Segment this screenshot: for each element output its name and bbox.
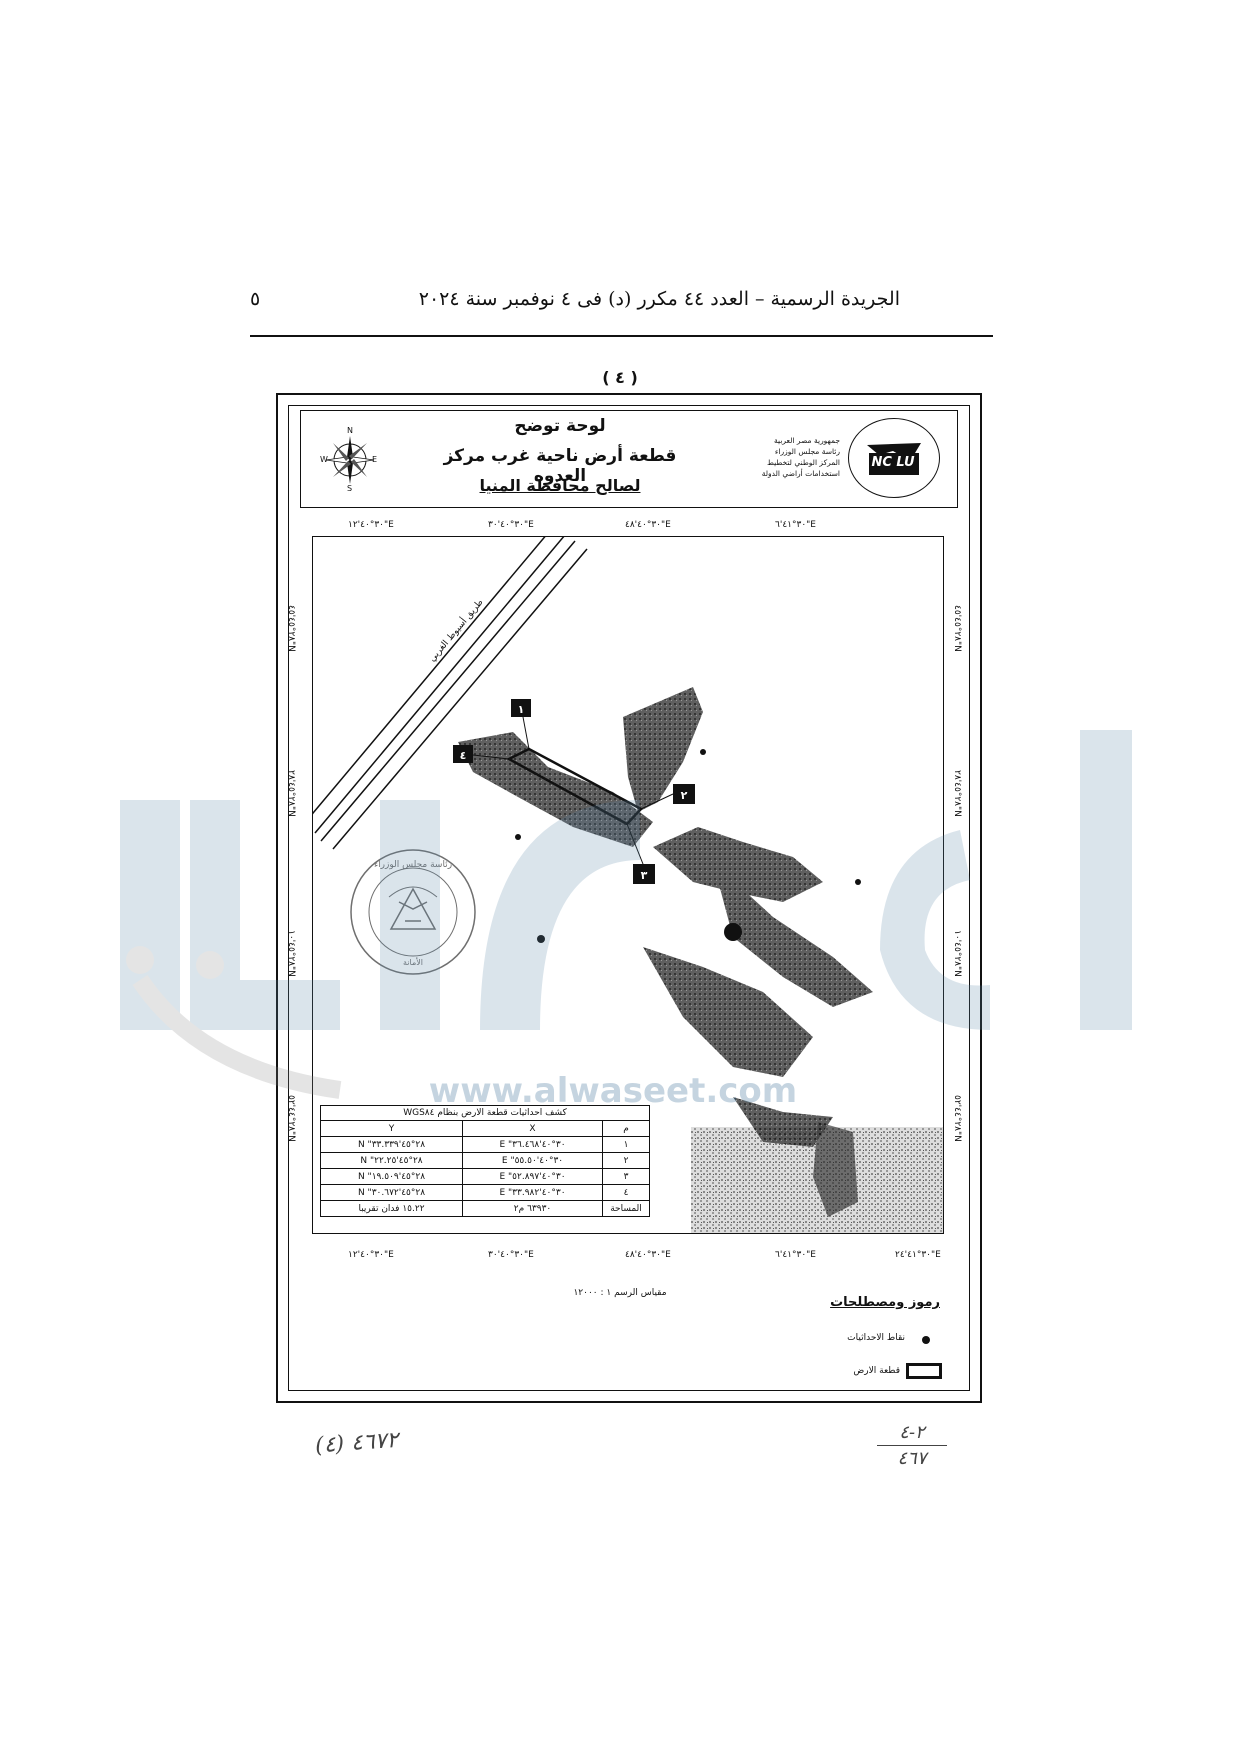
header-divider xyxy=(250,335,993,337)
org-line-3: المركز الوطني لتخطيط xyxy=(767,458,840,467)
table-row: ٣ ٣٠°٤٠'٥٢.٨٩٧" E ٢٨°٤٥'١٩.٥٠٩" N xyxy=(319,1168,650,1185)
sheet-title-line-2: قطعة أرض ناحية غرب مركز العدوه xyxy=(443,446,677,486)
area-feddan: ١٥.٢٢ فدان تقريبا xyxy=(319,1200,464,1217)
legend-parcel-rect-icon xyxy=(906,1363,942,1379)
right-tick-2: ٢٨°٤٥'٢٨"N xyxy=(952,770,962,818)
logo-graphic-icon xyxy=(867,443,921,475)
road-label: طريق أسيوط الغربي xyxy=(426,596,485,664)
svg-text:١: ١ xyxy=(518,703,525,716)
cell-x: ٣٠°٤٠'٣٦.٤٦٨" E xyxy=(462,1136,603,1153)
bottom-tick-2: ٣٠°٤٠'٣٠"E xyxy=(488,1250,535,1260)
logo-text: NC LU xyxy=(871,455,915,470)
top-tick-2: ٣٠°٤٠'٣٠"E xyxy=(488,520,535,530)
cell-y: ٢٨°٤٥'٣٠.٦٧٢" N xyxy=(319,1184,464,1201)
seal-bottom-text: الأمانة xyxy=(403,957,423,967)
map-sheet-inner-frame xyxy=(288,405,970,1391)
highway-road xyxy=(313,537,588,850)
handwritten-note-left: ٤٦٧٢ (٤) xyxy=(314,1427,400,1459)
compass-w: W xyxy=(320,455,329,464)
map-sheet-outer-frame xyxy=(276,393,982,1403)
sheet-title-line-1: لوحة توضح xyxy=(514,416,606,436)
sheet-title-line-3: لصالح محافظة المنيا xyxy=(479,476,641,495)
cell-index: ٢ xyxy=(602,1152,650,1169)
vegetation-scatter xyxy=(458,687,873,1147)
sheet-number: ( ٤ ) xyxy=(602,368,638,387)
table-row: ٢ ٣٠°٤٠'٥٥.٥٠" E ٢٨°٤٥'٢٢.٢٥" N xyxy=(319,1152,650,1169)
org-line-1: جمهورية مصر العربية xyxy=(774,436,840,445)
compass-s: S xyxy=(347,484,354,493)
left-tick-3: ٢٨°٤٥'١٠"N xyxy=(286,930,296,978)
table-area-row: المساحة ٦٣٩٣٠ م٢ ١٥.٢٢ فدان تقريبا xyxy=(319,1200,650,1217)
area-label: المساحة xyxy=(602,1200,650,1217)
cell-index: ٤ xyxy=(602,1184,650,1201)
cell-index: ١ xyxy=(602,1136,650,1153)
north-arrow-compass-icon xyxy=(325,436,375,484)
header-x: X xyxy=(462,1120,603,1137)
scale-label: مقياس الرسم ١ : ١٢٠٠٠ xyxy=(573,1288,667,1298)
right-tick-3: ٢٨°٤٥'١٠"N xyxy=(952,930,962,978)
area-m2: ٦٣٩٣٠ م٢ xyxy=(462,1200,603,1217)
cell-x: ٣٠°٤٠'٣٣.٩٨٢" E xyxy=(462,1184,603,1201)
nclu-logo: NC LU xyxy=(848,418,940,498)
right-tick-1: ٢٨°٤٥'٤٥"N xyxy=(952,605,962,653)
table-header-row: م X Y xyxy=(319,1120,650,1137)
point-marker-1: ١ xyxy=(511,699,531,717)
svg-text:٣: ٣ xyxy=(641,869,648,882)
compass-e: E xyxy=(372,455,379,464)
page-number: ٥ xyxy=(250,288,261,310)
top-tick-1: ٣٠°٤٠'١٢"E xyxy=(348,520,395,530)
cell-x: ٣٠°٤٠'٥٥.٥٠" E xyxy=(462,1152,603,1169)
cell-y: ٢٨°٤٥'١٩.٥٠٩" N xyxy=(319,1168,464,1185)
point-marker-3: ٣ xyxy=(633,864,655,884)
left-tick-2: ٢٨°٤٥'٢٨"N xyxy=(286,770,296,818)
coordinates-table-caption: كشف احداثيات قطعة الارض بنظام WGS٨٤ xyxy=(320,1105,650,1120)
table-row: ٤ ٣٠°٤٠'٣٣.٩٨٢" E ٢٨°٤٥'٣٠.٦٧٢" N xyxy=(319,1184,650,1201)
table-row: ١ ٣٠°٤٠'٣٦.٤٦٨" E ٢٨°٤٥'٣٣.٣٣٩" N xyxy=(319,1136,650,1153)
bottom-tick-5: ٣٠°٤١'٢٤"E xyxy=(895,1250,942,1260)
watermark-url: www.alwaseet.com xyxy=(429,1071,797,1111)
point-marker-2: ٢ xyxy=(673,784,695,804)
cell-y: ٢٨°٤٥'٢٢.٢٥" N xyxy=(319,1152,464,1169)
handwritten-note-right: ٢-٤ ٤٦٧ xyxy=(862,1422,962,1482)
bottom-tick-1: ٣٠°٤٠'١٢"E xyxy=(348,1250,395,1260)
left-tick-1: ٢٨°٤٥'٤٥"N xyxy=(286,605,296,653)
map-canvas: طريق أسيوط الغربي ١ ٢ ٣ ٤ xyxy=(313,537,943,1233)
seal-text: رئاسة مجلس الوزراء xyxy=(374,860,452,870)
title-block xyxy=(300,410,958,508)
bottom-tick-3: ٣٠°٤٠'٤٨"E xyxy=(625,1250,672,1260)
legend-item-points: نقاط الاحداثيات xyxy=(847,1333,905,1343)
header-y: Y xyxy=(319,1120,464,1137)
bottom-tick-4: ٣٠°٤١'٦"E xyxy=(775,1250,817,1260)
legend-item-parcel: قطعة الارض xyxy=(853,1366,900,1376)
right-tick-4: ٢٨°٤٤'٥٢"N xyxy=(952,1095,962,1143)
gazette-header-title: الجريدة الرسمية – العدد ٤٤ مكرر (د) فى ٤… xyxy=(418,288,900,310)
cell-x: ٣٠°٤٠'٥٢.٨٩٧" E xyxy=(462,1168,603,1185)
svg-text:٢: ٢ xyxy=(681,789,688,802)
left-tick-4: ٢٨°٤٤'٥٢"N xyxy=(286,1095,296,1143)
legend-dot-icon xyxy=(922,1336,930,1344)
compass-n: N xyxy=(347,426,354,435)
svg-text:٤: ٤ xyxy=(460,749,467,762)
top-tick-4: ٣٠°٤١'٦"E xyxy=(775,520,817,530)
cell-y: ٢٨°٤٥'٣٣.٣٣٩" N xyxy=(319,1136,464,1153)
top-tick-3: ٣٠°٤٠'٤٨"E xyxy=(625,520,672,530)
header-index: م xyxy=(602,1120,650,1137)
point-marker-4: ٤ xyxy=(453,745,473,763)
org-line-4: استخدامات أراضي الدولة xyxy=(761,469,840,478)
legend-title: رموز ومصطلحات xyxy=(830,1295,940,1310)
org-line-2: رئاسة مجلس الوزراء xyxy=(774,447,840,456)
official-seal-stamp: رئاسة مجلس الوزراء الأمانة xyxy=(350,849,476,975)
coordinates-table: كشف احداثيات قطعة الارض بنظام WGS٨٤ م X … xyxy=(319,1105,650,1217)
cell-index: ٣ xyxy=(602,1168,650,1185)
